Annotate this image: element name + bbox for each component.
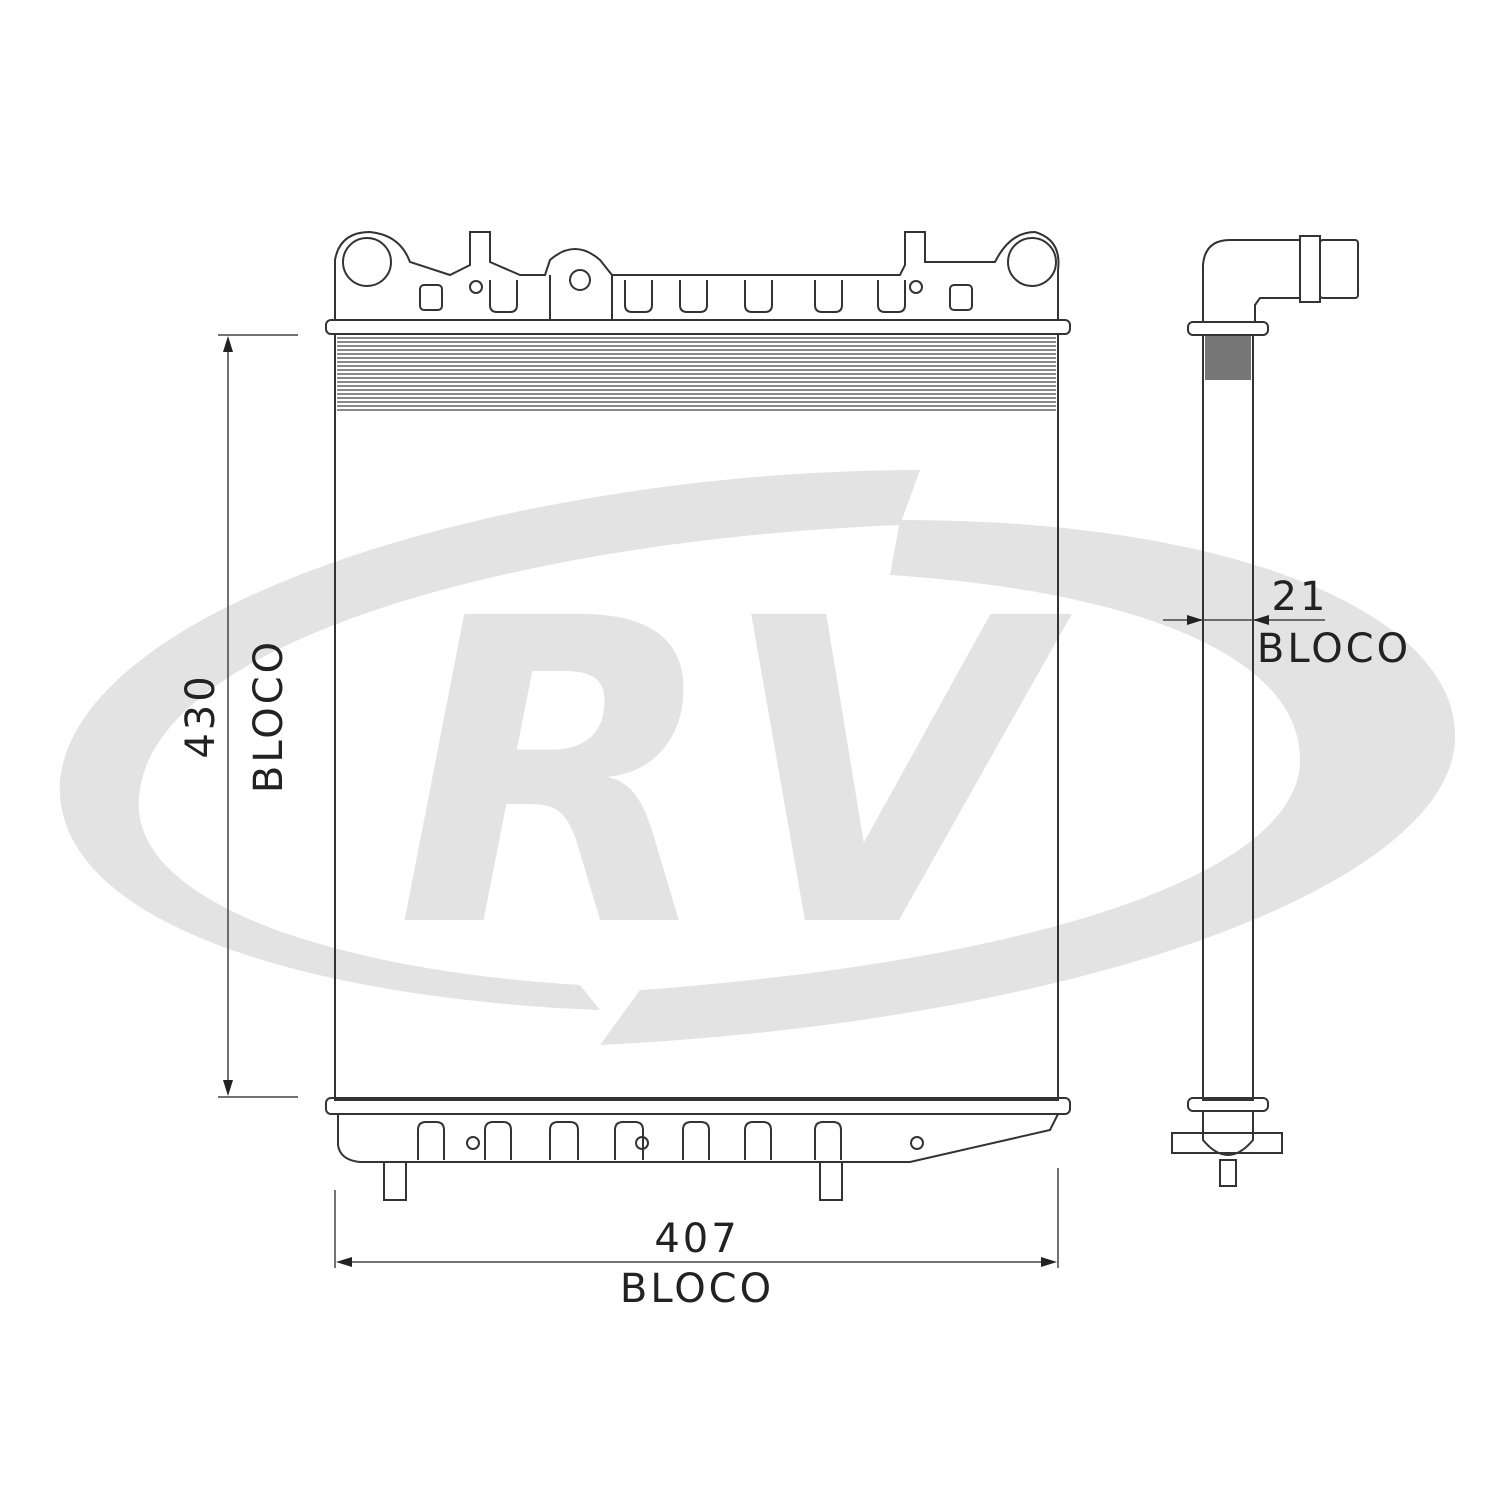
width-label: BLOCO [620,1266,774,1312]
height-dimension: 430 BLOCO [178,334,298,1098]
logo-text: RV [396,531,1074,1020]
depth-label: BLOCO [1257,626,1411,672]
width-value: 407 [654,1216,739,1262]
depth-dimension: 21 BLOCO [1163,574,1411,672]
height-label: BLOCO [246,639,292,793]
radiator-core [334,333,1059,1101]
width-dimension: 407 BLOCO [334,1168,1059,1312]
side-view [1171,235,1359,1187]
height-value: 430 [178,673,224,758]
rv-watermark-logo: RV [59,470,1456,1045]
bottom-tank [325,1097,1071,1201]
depth-value: 21 [1272,574,1329,620]
top-tank [325,230,1071,335]
